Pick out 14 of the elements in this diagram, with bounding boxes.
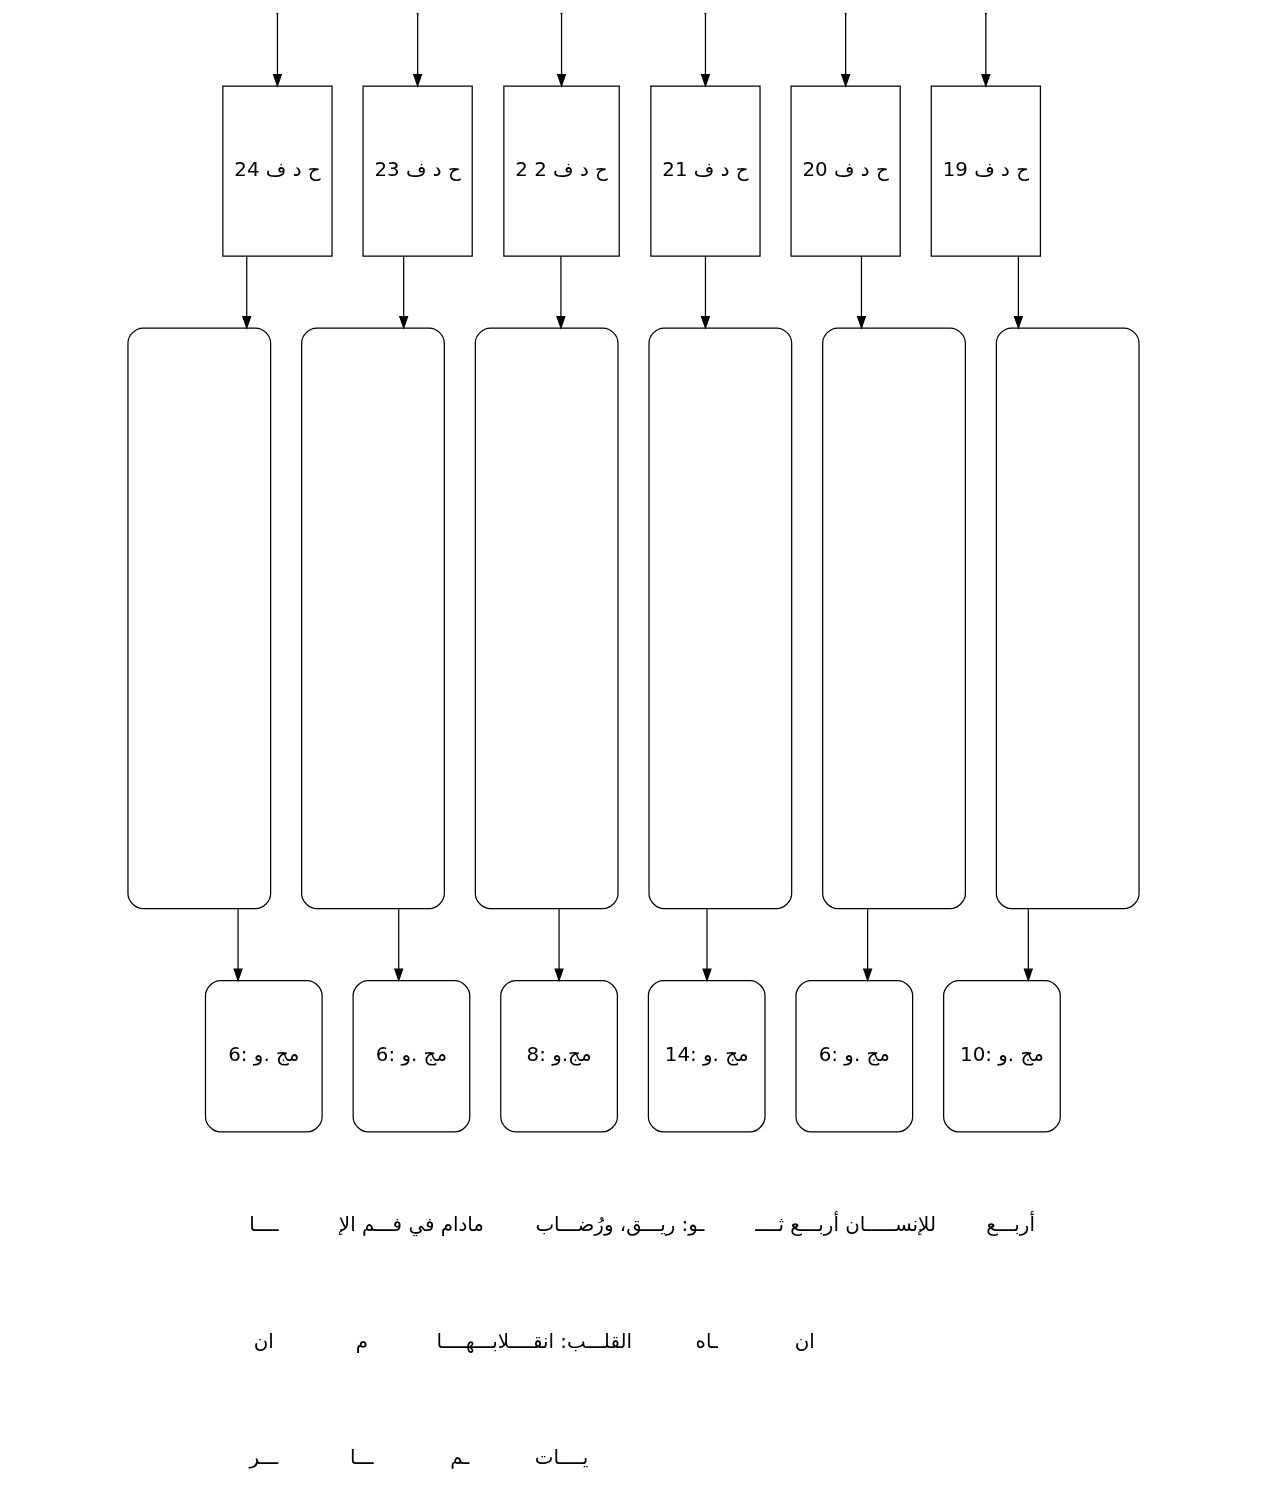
label: القلـــب: انقــــلابـــهــــا <box>436 1329 633 1353</box>
label: ـاه <box>695 1329 718 1353</box>
label: يــــات <box>534 1446 589 1470</box>
label: ـــا <box>350 1446 374 1470</box>
label: للإنســـــان أربـــع ثــــ <box>755 1212 936 1236</box>
label: ـو: ريـــق، ورُضـــاب <box>535 1212 705 1236</box>
label: مادام في فـــم الإ <box>338 1212 484 1236</box>
label: م <box>355 1329 368 1353</box>
label: ان <box>253 1329 274 1353</box>
label: ـــر <box>249 1446 278 1470</box>
label: ـم <box>450 1446 470 1470</box>
label: أربـــع <box>986 1212 1035 1236</box>
label: ان <box>794 1329 815 1353</box>
label: ــــا <box>249 1212 279 1236</box>
